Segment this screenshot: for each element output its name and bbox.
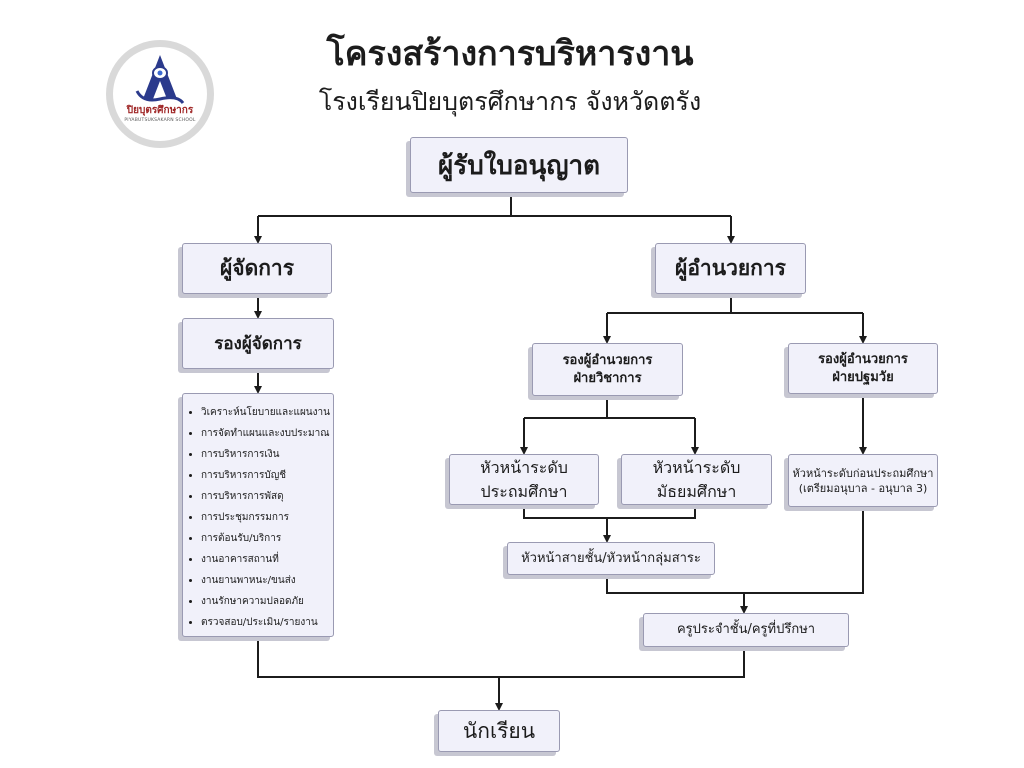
node-grade-heads-label: หัวหน้าสายชั้น/หัวหน้ากลุ่มสาระ (521, 550, 701, 566)
connector-to-teachers-merge (606, 507, 864, 594)
logo-name-thai: ปิยบุตรศึกษากร (126, 105, 194, 116)
node-licensee: ผู้รับใบอนุญาต (410, 137, 628, 193)
node-teachers-label: ครูประจำชั้น/ครูที่ปรึกษา (676, 622, 816, 637)
node-grade-heads: หัวหน้าสายชั้น/หัวหน้ากลุ่มสาระ (507, 542, 715, 575)
node-deputy-academic-line2: ฝ่ายวิชาการ (573, 370, 642, 386)
node-deputy-academic-line1: รองผู้อำนวยการ (562, 352, 653, 368)
node-teachers: ครูประจำชั้น/ครูที่ปรึกษา (643, 613, 849, 647)
logo-name-english: PIYABUTSUKSAKARN SCHOOL (124, 118, 196, 123)
school-logo: ปิยบุตรศึกษากร PIYABUTSUKSAKARN SCHOOL (106, 40, 214, 148)
node-deputy-early-childhood: รองผู้อำนวยการ ฝ่ายปฐมวัย (788, 343, 938, 394)
node-head-preschool-line1: หัวหน้าระดับก่อนประถมศึกษา (792, 466, 934, 480)
connector-to-students-merge (257, 637, 745, 678)
node-students: นักเรียน (438, 710, 560, 752)
node-director: ผู้อำนวยการ (655, 243, 806, 294)
node-head-primary-line1: หัวหน้าระดับ (480, 457, 568, 477)
node-students-label: นักเรียน (462, 718, 536, 743)
page-subtitle: โรงเรียนปิยบุตรศึกษากร จังหวัดตรัง (318, 87, 702, 116)
node-director-label: ผู้อำนวยการ (675, 256, 786, 280)
node-manager-label: ผู้จัดการ (219, 256, 295, 280)
node-manager: ผู้จัดการ (182, 243, 332, 294)
page-title: โครงสร้างการบริหารงาน (326, 34, 694, 74)
management-tasks-list: วิเคราะห์นโยบายและแผนงานการจัดทำแผนและงบ… (182, 393, 334, 637)
task-item: การต้อนรับ/บริการ (201, 528, 327, 549)
task-item: งานยานพาหนะ/ขนส่ง (201, 570, 327, 591)
node-head-secondary-line2: มัธยมศึกษา (656, 481, 737, 501)
node-head-secondary-line1: หัวหน้าระดับ (652, 457, 741, 477)
logo-inner: ปิยบุตรศึกษากร PIYABUTSUKSAKARN SCHOOL (113, 47, 207, 141)
node-head-secondary: หัวหน้าระดับ มัธยมศึกษา (621, 454, 772, 505)
connector-levels-merge (523, 505, 696, 519)
task-item: งานรักษาความปลอดภัย (201, 591, 327, 612)
task-list: วิเคราะห์นโยบายและแผนงานการจัดทำแผนและงบ… (189, 402, 330, 633)
task-item: การบริหารการพัสดุ (201, 486, 327, 507)
node-head-preschool-line2: (เตรียมอนุบาล - อนุบาล 3) (798, 481, 928, 495)
task-item: การประชุมกรรมการ (201, 507, 327, 528)
node-licensee-label: ผู้รับใบอนุญาต (438, 150, 600, 181)
task-item: วิเคราะห์นโยบายและแผนงาน (201, 402, 330, 423)
node-deputy-early-line2: ฝ่ายปฐมวัย (832, 369, 894, 385)
node-deputy-manager: รองผู้จัดการ (182, 318, 334, 369)
task-item: การบริหารการบัญชี (201, 465, 327, 486)
task-item: การจัดทำแผนและงบประมาณ (201, 423, 330, 444)
node-deputy-academic: รองผู้อำนวยการ ฝ่ายวิชาการ (532, 343, 683, 396)
node-deputy-manager-label: รองผู้จัดการ (214, 334, 302, 354)
task-item: ตรวจสอบ/ประเมิน/รายงาน (201, 612, 327, 633)
node-head-primary: หัวหน้าระดับ ประถมศึกษา (449, 454, 599, 505)
node-head-primary-line2: ประถมศึกษา (480, 481, 568, 501)
node-head-preschool: หัวหน้าระดับก่อนประถมศึกษา (เตรียมอนุบาล… (788, 454, 938, 507)
task-item: งานอาคารสถานที่ (201, 549, 327, 570)
task-item: การบริหารการเงิน (201, 444, 327, 465)
logo-emblem-icon (135, 55, 185, 105)
node-deputy-early-line1: รองผู้อำนวยการ (818, 351, 908, 367)
